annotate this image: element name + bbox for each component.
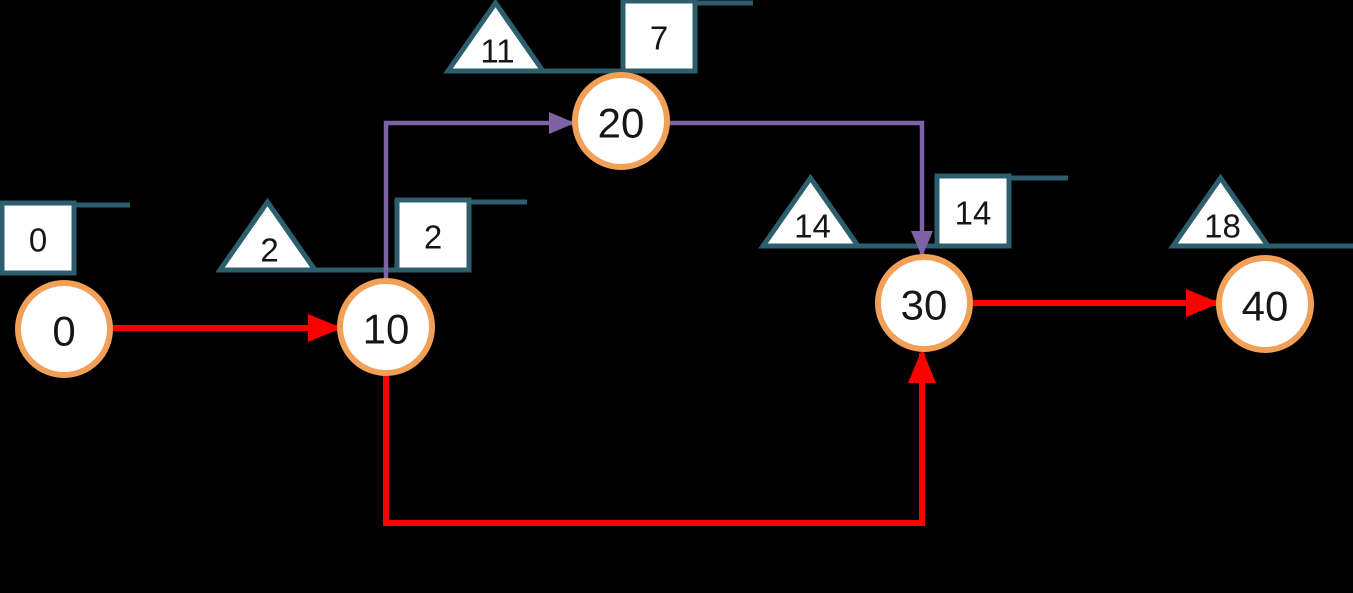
event-node-circle	[337, 278, 435, 376]
latest-time-value: 2	[424, 219, 442, 256]
event-node-circle	[1216, 255, 1314, 353]
earliest-time-triangle-icon	[1168, 173, 1273, 249]
earliest-time-triangle-icon	[443, 0, 548, 74]
latest-time-square-icon	[934, 173, 1012, 249]
earliest-time-triangle-icon	[758, 173, 863, 249]
time-marker-30: 14 14	[758, 173, 1068, 249]
event-node-label: 20	[598, 100, 645, 147]
latest-time-value: 7	[650, 20, 668, 57]
time-marker-40: 18	[1168, 173, 1353, 249]
earliest-time-triangle-icon	[215, 197, 320, 273]
latest-time-value: 14	[955, 195, 992, 232]
time-marker-20: 11 7	[443, 0, 753, 74]
node-40: 40	[1216, 255, 1314, 353]
event-node-circle	[875, 254, 973, 352]
earliest-time-value: 2	[260, 232, 278, 269]
event-node-circle	[572, 72, 670, 170]
event-node-circle	[15, 280, 113, 378]
event-node-label: 0	[52, 308, 75, 355]
event-node-label: 30	[901, 282, 948, 329]
node-10: 10	[337, 278, 435, 376]
latest-time-square-icon	[620, 0, 698, 74]
latest-time-square-icon	[394, 197, 472, 273]
edge-20-30	[667, 120, 933, 257]
event-node-label: 40	[1242, 283, 1289, 330]
node-30: 30	[875, 254, 973, 352]
edges-layer	[110, 112, 1220, 526]
earliest-time-value: 11	[480, 33, 514, 70]
earliest-time-value: 18	[1204, 208, 1241, 245]
event-node-label: 10	[363, 306, 410, 353]
latest-time-value: 0	[29, 222, 47, 259]
critical-edge-10-30	[383, 349, 936, 526]
node-20: 20	[572, 72, 670, 170]
node-0: 0	[15, 280, 113, 378]
time-marker-0: 0	[0, 200, 130, 276]
earliest-time-value: 14	[794, 208, 831, 245]
edge-10-20	[383, 112, 575, 281]
latest-time-square-icon	[0, 200, 77, 276]
